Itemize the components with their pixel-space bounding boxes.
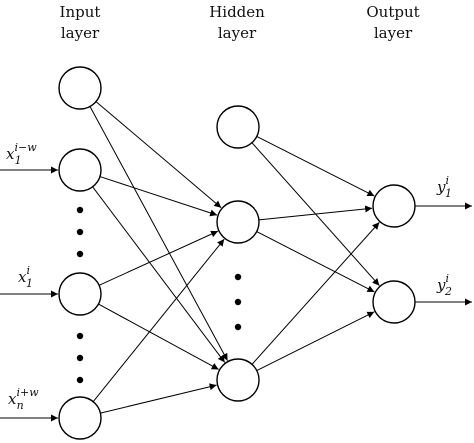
input-bias-node — [58, 66, 102, 110]
edge-h1-to-o1 — [258, 205, 373, 221]
output-node-2 — [372, 280, 416, 324]
edge-in1-to-h1 — [99, 176, 218, 217]
input-node-1 — [58, 148, 102, 192]
input-layer-title-line1: Input — [60, 3, 101, 21]
output-arrows — [415, 202, 472, 306]
output-node-1 — [372, 184, 416, 228]
input-layer-title-line2: layer — [61, 24, 100, 42]
edge-in2-to-h2 — [98, 303, 219, 370]
ellipsis-dot — [234, 273, 242, 281]
hidden-bias-node — [216, 105, 260, 149]
input-arrows — [0, 166, 58, 422]
edge-in3-to-h1 — [92, 238, 225, 402]
ellipsis-dot — [234, 323, 242, 331]
network-nodes — [58, 66, 416, 440]
ellipsis-dot — [76, 250, 84, 258]
ellipsis-dots — [76, 206, 242, 384]
ellipsis-dot — [76, 376, 84, 384]
edge-in0-to-h1 — [95, 101, 222, 209]
edge-h2-to-o1 — [251, 222, 380, 365]
edge-in1-to-h2 — [92, 186, 226, 363]
output-layer-title-line1: Output — [366, 3, 419, 21]
hidden-node-m — [216, 358, 260, 402]
input-node-n — [58, 396, 102, 440]
hidden-layer-title-line2: layer — [218, 24, 257, 42]
edge-h1-to-o2 — [256, 231, 375, 293]
ellipsis-dot — [76, 228, 84, 236]
edge-in0-to-h2 — [89, 106, 228, 361]
hidden-node-1 — [216, 200, 260, 244]
output-layer-title-line2: layer — [374, 24, 413, 42]
edge-hb-to-o1 — [256, 136, 375, 197]
edge-h2-to-o2 — [256, 311, 375, 372]
ellipsis-dot — [76, 332, 84, 340]
connection-edges — [89, 101, 380, 414]
ellipsis-dot — [234, 298, 242, 306]
edge-in2-to-h1 — [98, 230, 219, 286]
hidden-layer-title-line1: Hidden — [209, 3, 265, 21]
input-node-2 — [58, 272, 102, 316]
edge-in3-to-h2 — [100, 383, 217, 414]
ellipsis-dot — [76, 206, 84, 214]
ellipsis-dot — [76, 354, 84, 362]
